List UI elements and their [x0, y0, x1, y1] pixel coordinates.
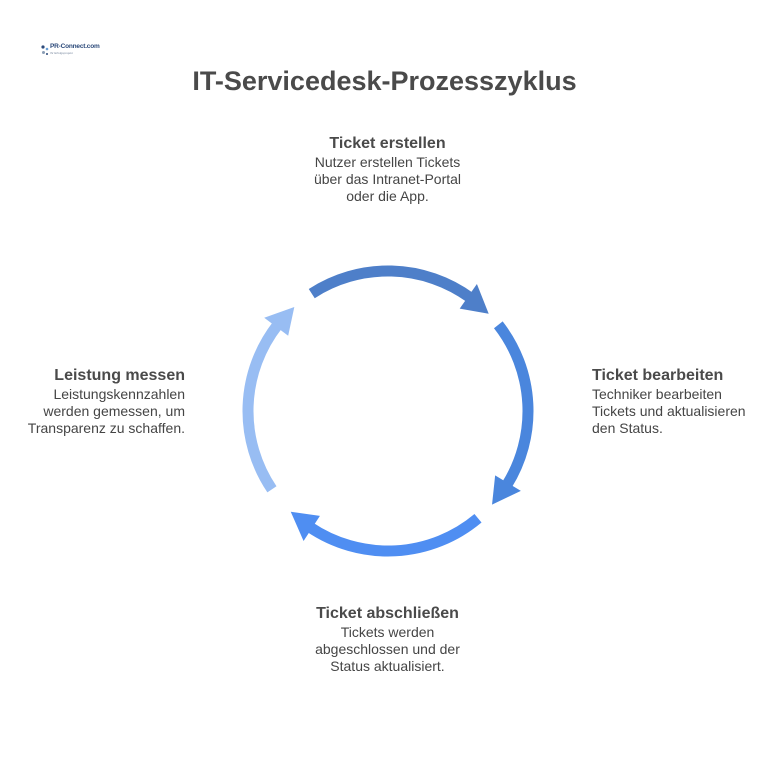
arrow-close-to-close-head-icon	[290, 511, 320, 541]
arrow-create-to-edit-arc	[308, 265, 474, 303]
step-measure-performance: Leistung messen Leistungskennzahlen werd…	[20, 366, 185, 437]
step-description: Leistungskennzahlen werden gemessen, um …	[27, 386, 185, 436]
step-edit-ticket: Ticket bearbeiten Techniker bearbeiten T…	[592, 366, 762, 437]
step-create-ticket: Ticket erstellen Nutzer erstellen Ticket…	[300, 134, 475, 205]
logo-mark-icon	[41, 45, 49, 55]
arrow-close-to-close-arc	[306, 514, 482, 557]
step-description: Techniker bearbeiten Tickets und aktuali…	[592, 386, 746, 436]
arrow-measure-to-create-arc	[242, 321, 283, 493]
step-title: Ticket abschließen	[316, 605, 459, 622]
step-close-ticket: Ticket abschließen Tickets werden abgesc…	[300, 604, 475, 675]
page-title: IT-Servicedesk-Prozesszyklus	[192, 66, 577, 96]
step-description: Tickets werden abgeschlossen und der Sta…	[315, 624, 460, 674]
step-title: Leistung messen	[54, 367, 185, 384]
step-description: Nutzer erstellen Tickets über das Intran…	[313, 154, 462, 204]
logo: PR-Connect.com Ihr Erfolgsprojekt	[40, 42, 100, 60]
logo-subtext: Ihr Erfolgsprojekt	[50, 51, 73, 55]
arrow-edit-to-close-head-icon	[492, 475, 521, 505]
arrow-create-to-edit-head-icon	[459, 284, 489, 314]
step-title: Ticket bearbeiten	[592, 367, 724, 384]
logo-text: PR-Connect.com	[50, 43, 100, 50]
step-title: Ticket erstellen	[329, 135, 446, 152]
arrow-measure-to-create-head-icon	[264, 306, 295, 336]
arrow-edit-to-close-arc	[493, 321, 534, 489]
